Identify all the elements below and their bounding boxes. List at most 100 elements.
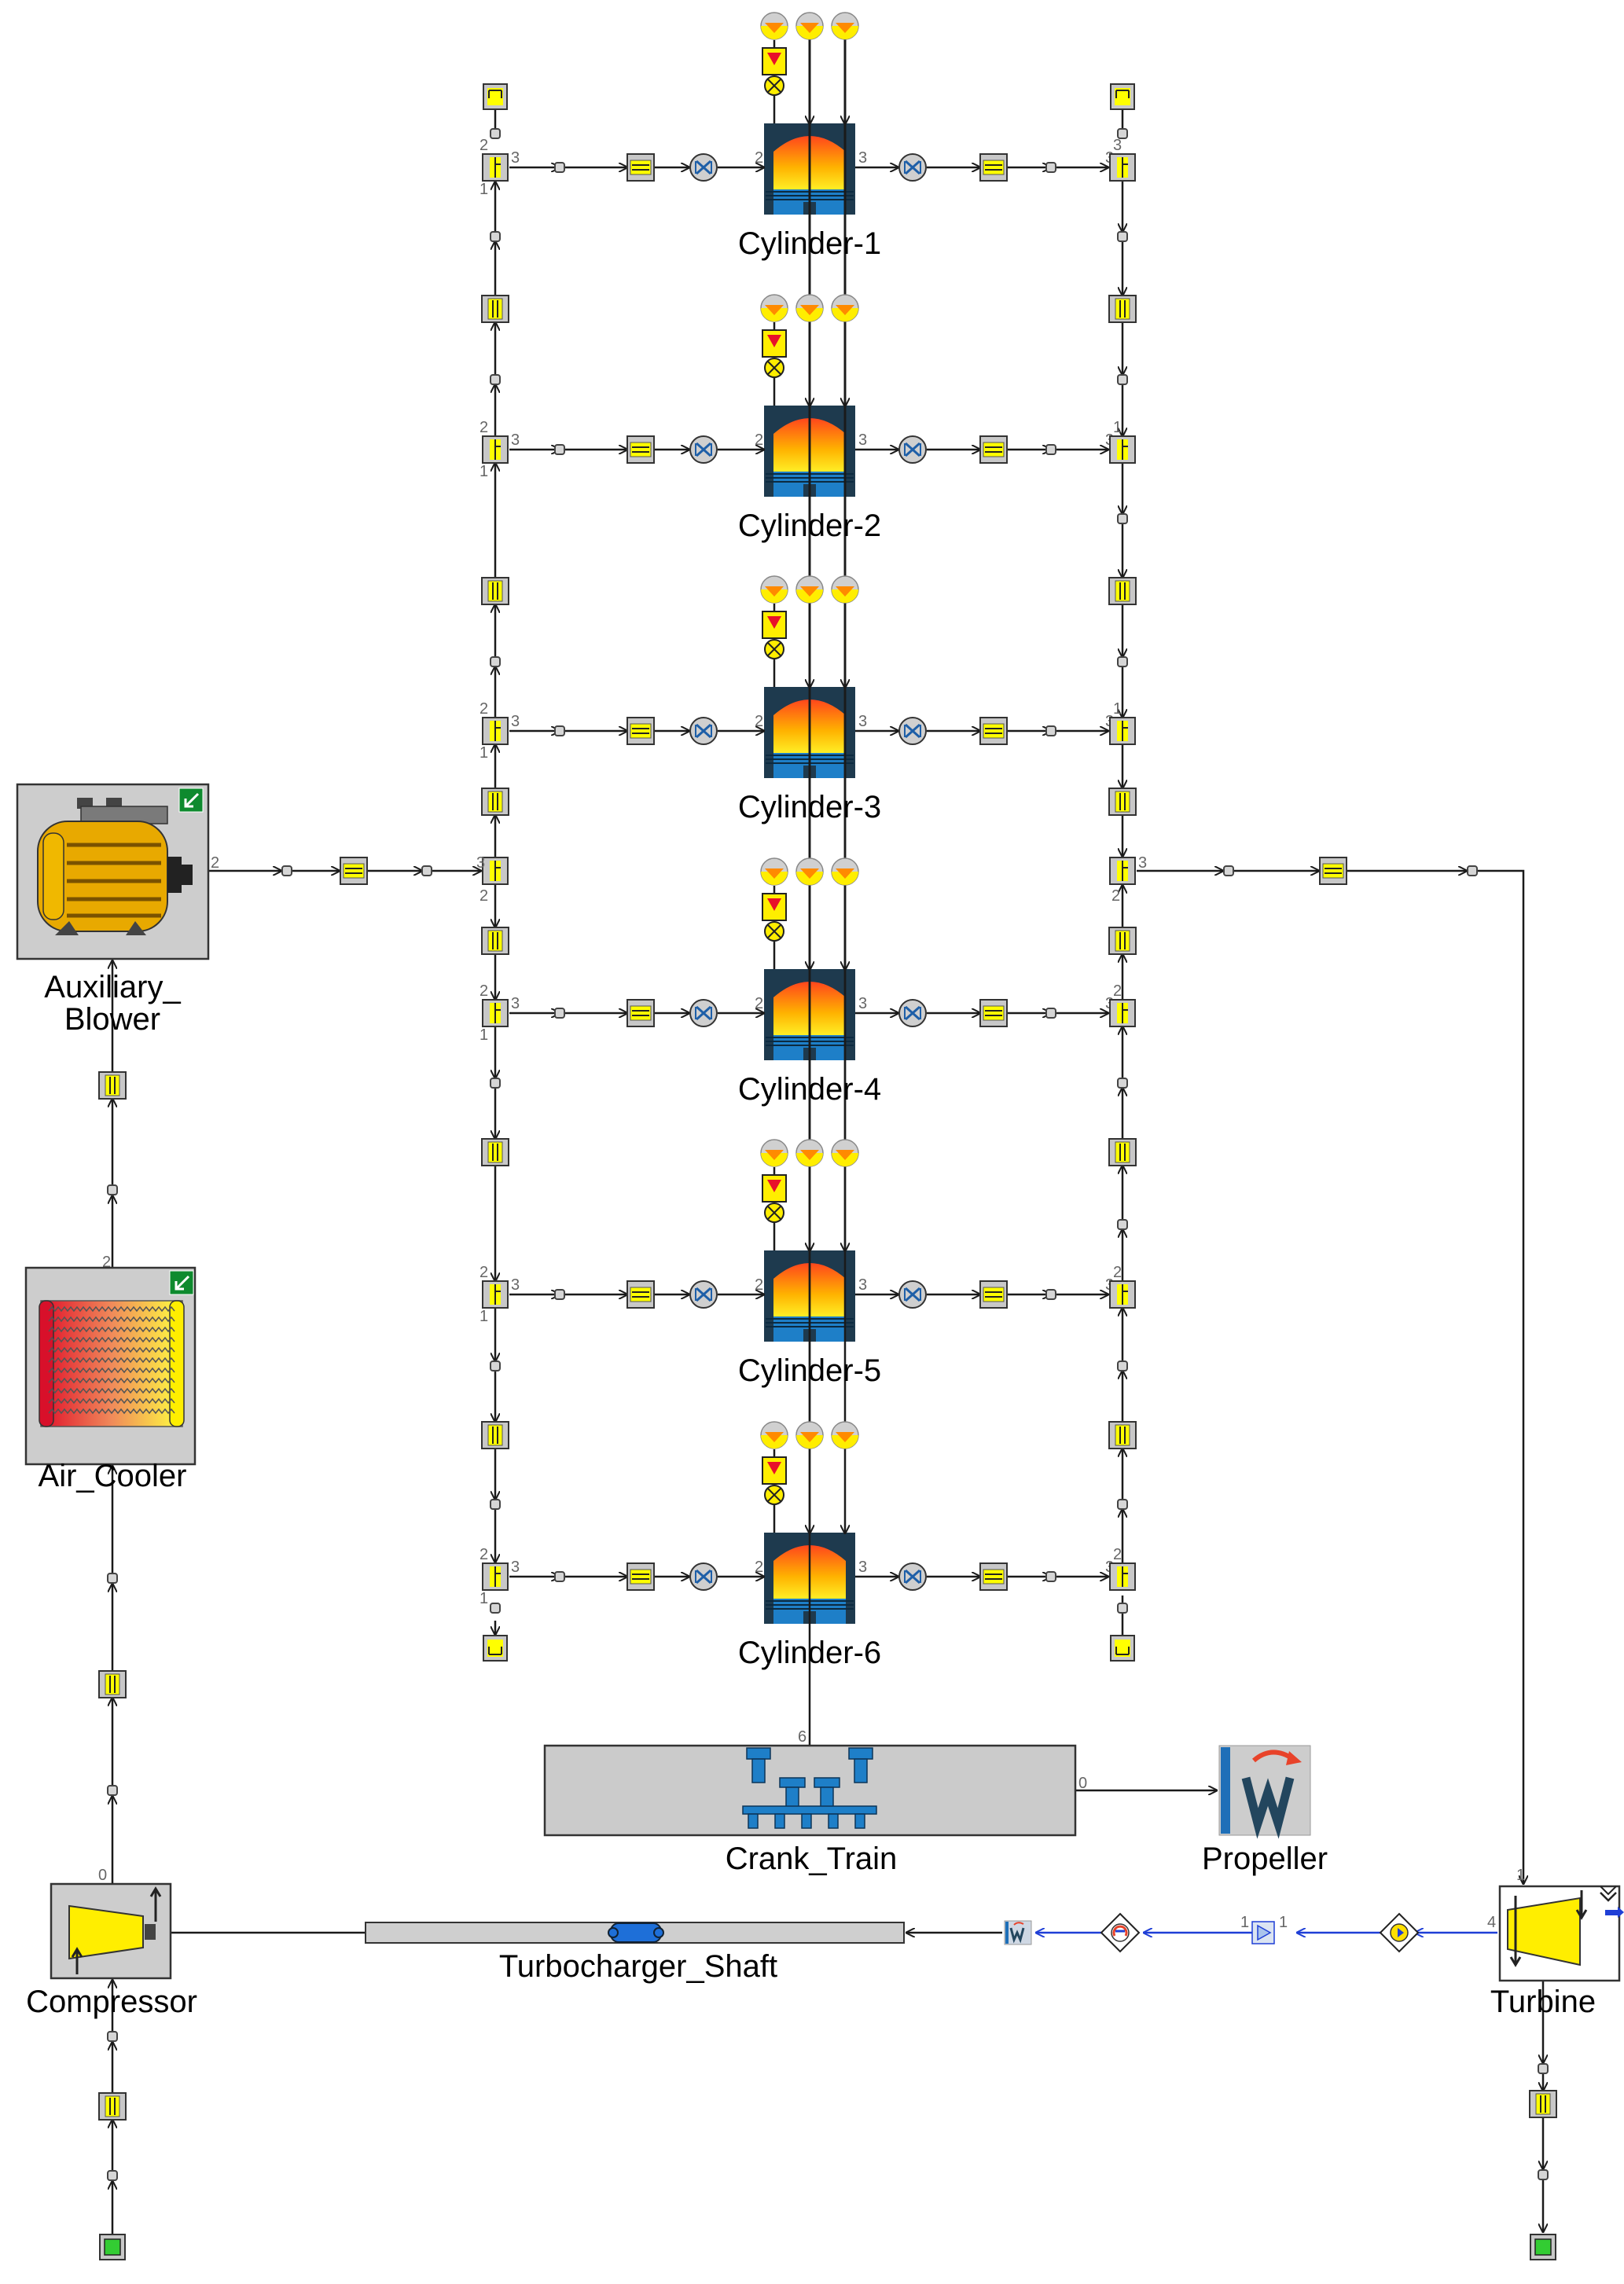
propeller[interactable] (1218, 1745, 1311, 1839)
intake-valve[interactable] (689, 998, 718, 1028)
manifold-junction[interactable] (1109, 153, 1136, 182)
injector[interactable] (795, 1139, 824, 1167)
intake-pipe[interactable] (626, 717, 655, 745)
fuel-injector-assembly[interactable] (762, 611, 787, 659)
injector[interactable] (831, 575, 859, 604)
exhaust-pipe[interactable] (979, 1280, 1008, 1309)
manifold-junction[interactable] (482, 1280, 509, 1309)
intake-pipe[interactable] (626, 153, 655, 182)
air-cooler[interactable] (24, 1266, 197, 1466)
manifold-junction[interactable] (1109, 857, 1136, 885)
manifold-pipe[interactable] (481, 295, 509, 323)
fuel-injector-assembly[interactable] (762, 1174, 787, 1223)
charge-air-pipe[interactable] (98, 1071, 127, 1100)
manifold-pipe[interactable] (481, 577, 509, 605)
injector[interactable] (795, 1421, 824, 1449)
manifold-pipe[interactable] (1108, 295, 1137, 323)
exhaust-pipe[interactable] (1319, 857, 1347, 885)
exhaust-pipe[interactable] (979, 999, 1008, 1027)
manifold-junction[interactable] (1109, 717, 1136, 745)
inlet-pipe[interactable] (98, 2092, 127, 2121)
intake-pipe[interactable] (626, 999, 655, 1027)
intake-valve[interactable] (689, 716, 718, 746)
exhaust-valve[interactable] (898, 152, 928, 182)
manifold-pipe[interactable] (481, 927, 509, 955)
exhaust-pipe[interactable] (979, 435, 1008, 464)
outlet-pipe[interactable] (1529, 2090, 1557, 2118)
injector[interactable] (831, 12, 859, 40)
injector[interactable] (760, 575, 788, 604)
exhaust-pipe[interactable] (979, 1562, 1008, 1591)
intake-valve[interactable] (689, 435, 718, 465)
ambient-boundary[interactable] (1530, 2234, 1556, 2260)
compressor[interactable] (50, 1882, 172, 1980)
manifold-pipe[interactable] (1108, 577, 1137, 605)
crank-train[interactable] (543, 1744, 1077, 1837)
manifold-end-cap[interactable] (1110, 1635, 1135, 1662)
connection-node (1117, 1078, 1128, 1089)
manifold-end-cap[interactable] (483, 83, 508, 110)
manifold-junction[interactable] (482, 1562, 509, 1591)
ambient-boundary[interactable] (99, 2234, 126, 2260)
injector[interactable] (795, 294, 824, 322)
manifold-pipe[interactable] (481, 1138, 509, 1166)
manifold-pipe[interactable] (1108, 1138, 1137, 1166)
manifold-junction[interactable] (482, 999, 509, 1027)
gain-icon[interactable] (1251, 1921, 1275, 1944)
injector[interactable] (760, 294, 788, 322)
injector[interactable] (831, 857, 859, 886)
manifold-end-cap[interactable] (1110, 83, 1135, 110)
exhaust-pipe[interactable] (979, 153, 1008, 182)
injector[interactable] (760, 1139, 788, 1167)
fuel-injector-assembly[interactable] (762, 893, 787, 942)
fuel-injector-assembly[interactable] (762, 329, 787, 378)
charge-air-pipe[interactable] (98, 1670, 127, 1698)
connection-node (1045, 1289, 1056, 1300)
manifold-junction[interactable] (1109, 1562, 1136, 1591)
exhaust-valve[interactable] (898, 998, 928, 1028)
exhaust-valve[interactable] (898, 1280, 928, 1309)
fuel-injector-assembly[interactable] (762, 1456, 787, 1505)
injector[interactable] (795, 575, 824, 604)
sensor-icon[interactable] (1379, 1912, 1420, 1953)
exhaust-valve[interactable] (898, 1562, 928, 1592)
injector[interactable] (831, 1139, 859, 1167)
injector[interactable] (760, 1421, 788, 1449)
fuel-injector-assembly[interactable] (762, 47, 787, 96)
manifold-junction[interactable] (482, 857, 509, 885)
exhaust-pipe[interactable] (979, 717, 1008, 745)
manifold-pipe[interactable] (1108, 788, 1137, 816)
manifold-junction[interactable] (1109, 435, 1136, 464)
manifold-junction[interactable] (1109, 999, 1136, 1027)
turbocharger-shaft[interactable] (365, 1922, 905, 1944)
injector[interactable] (760, 12, 788, 40)
auxiliary-blower[interactable] (16, 783, 210, 960)
injector[interactable] (795, 857, 824, 886)
manifold-junction[interactable] (482, 153, 509, 182)
manifold-junction[interactable] (482, 435, 509, 464)
port-label: 3 (858, 713, 867, 730)
intake-valve[interactable] (689, 1562, 718, 1592)
manifold-pipe[interactable] (481, 1421, 509, 1449)
power-sink-icon[interactable] (1004, 1920, 1032, 1945)
manifold-end-cap[interactable] (483, 1635, 508, 1662)
intake-pipe[interactable] (626, 1280, 655, 1309)
exhaust-valve[interactable] (898, 716, 928, 746)
manifold-pipe[interactable] (1108, 1421, 1137, 1449)
injector[interactable] (831, 294, 859, 322)
manifold-junction[interactable] (482, 717, 509, 745)
injector[interactable] (795, 12, 824, 40)
intake-valve[interactable] (689, 152, 718, 182)
turbine[interactable] (1498, 1885, 1624, 1982)
injector[interactable] (760, 857, 788, 886)
actuator-icon[interactable] (1100, 1912, 1141, 1953)
manifold-pipe[interactable] (481, 788, 509, 816)
intake-pipe[interactable] (626, 1562, 655, 1591)
manifold-junction[interactable] (1109, 1280, 1136, 1309)
exhaust-valve[interactable] (898, 435, 928, 465)
intake-pipe[interactable] (626, 435, 655, 464)
intake-valve[interactable] (689, 1280, 718, 1309)
blower-pipe[interactable] (340, 857, 368, 885)
manifold-pipe[interactable] (1108, 927, 1137, 955)
injector[interactable] (831, 1421, 859, 1449)
